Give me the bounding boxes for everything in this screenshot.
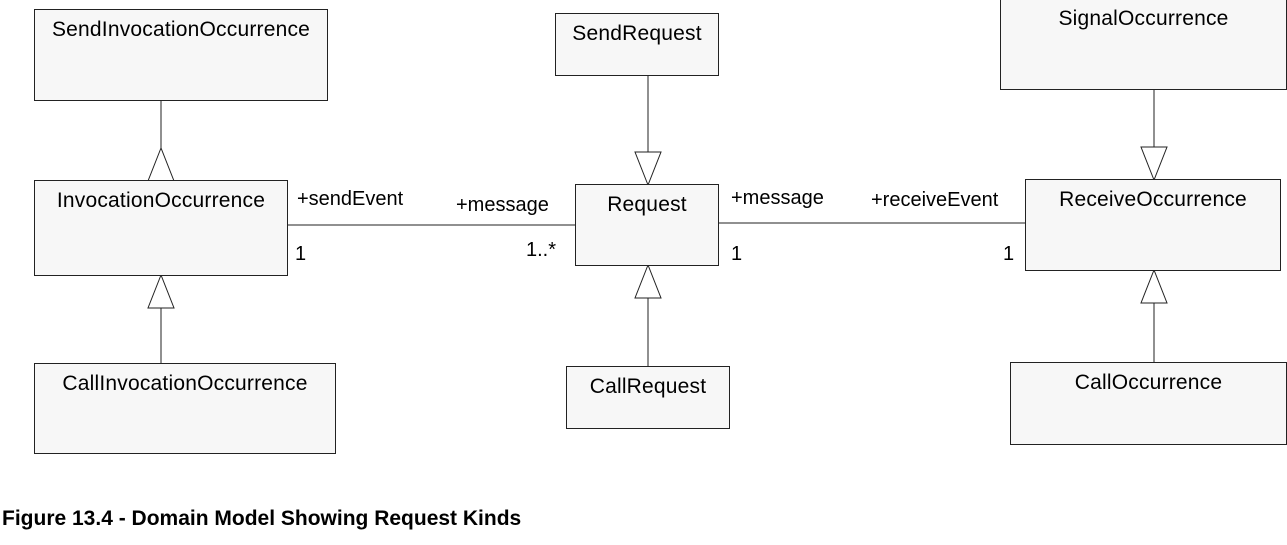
class-name: InvocationOccurrence [56,189,266,212]
class-receive-occurrence[interactable]: ReceiveOccurrence [1025,179,1281,271]
class-send-request[interactable]: SendRequest [555,13,719,76]
class-call-request[interactable]: CallRequest [566,366,730,429]
role-send-event: +sendEvent [297,188,404,210]
class-name: CallRequest [589,375,707,398]
multiplicity-message-right: 1 [731,243,743,265]
class-call-invocation-occurrence[interactable]: CallInvocationOccurrence [34,363,336,454]
generalization-arrowhead [634,263,662,299]
multiplicity-send-event: 1 [295,243,307,265]
multiplicity-message-left: 1..* [526,239,557,261]
multiplicity-receive-event: 1 [1003,243,1015,265]
generalization-arrowhead [634,151,662,187]
role-receive-event: +receiveEvent [871,189,999,211]
class-name: SignalOccurrence [1058,7,1229,30]
class-name: CallOccurrence [1074,371,1223,394]
class-send-invocation-occurrence[interactable]: SendInvocationOccurrence [34,9,328,101]
class-invocation-occurrence[interactable]: InvocationOccurrence [34,180,288,276]
class-name: SendRequest [572,22,702,45]
class-call-occurrence[interactable]: CallOccurrence [1010,362,1287,445]
generalization-arrowhead [1140,268,1168,304]
class-name: ReceiveOccurrence [1059,188,1247,211]
class-signal-occurrence[interactable]: SignalOccurrence [1000,0,1287,90]
role-message-left: +message [456,194,549,216]
generalization-arrowhead [147,273,175,309]
generalization-arrowhead [1140,146,1168,182]
class-request[interactable]: Request [575,184,719,266]
class-name: CallInvocationOccurrence [62,372,308,395]
role-message-right: +message [731,187,824,209]
class-name: SendInvocationOccurrence [51,18,311,41]
generalization-arrowhead [147,146,175,182]
figure-caption: Figure 13.4 - Domain Model Showing Reque… [2,507,522,530]
class-name: Request [607,193,687,216]
